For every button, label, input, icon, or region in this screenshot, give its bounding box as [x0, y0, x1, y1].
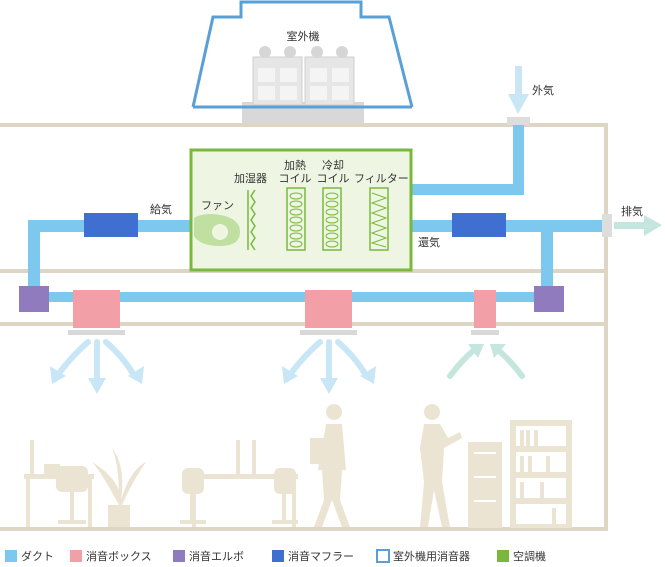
legend-label-outdoor-silencer: 室外機用消音器	[393, 549, 470, 563]
heating-coil-icon	[286, 187, 306, 251]
outside-air-arrow	[508, 66, 529, 114]
supply-air-arrowheads-1	[50, 366, 144, 394]
return-air-label: 還気	[418, 235, 440, 249]
exhaust-outlet	[602, 214, 612, 237]
filter-icon	[369, 187, 389, 251]
silencer-elbow-right	[534, 286, 564, 312]
return-air-arrows	[447, 347, 525, 379]
exhaust-label: 排気	[621, 204, 643, 218]
supply-air-label: 給気	[150, 202, 172, 216]
supply-air-arrows-1	[57, 339, 135, 383]
air-conditioner	[189, 148, 413, 272]
silencer-box-3	[474, 290, 496, 328]
fan-icon	[194, 214, 240, 246]
return-air-arrowheads	[468, 344, 506, 358]
fan-label: ファン	[201, 199, 234, 212]
silencer-box-2	[305, 290, 352, 328]
legend-item-silencer-elbow: 消音エルボ	[173, 549, 244, 563]
cooling-coil-label-2: コイル	[317, 172, 350, 185]
legend-item-silencer-box: 消音ボックス	[70, 549, 152, 563]
supply-air-arrowheads-2	[282, 366, 376, 394]
legend-item-outdoor-silencer: 室外機用消音器	[376, 549, 470, 563]
silencer-box-1	[73, 290, 120, 328]
outdoor-unit	[252, 46, 355, 106]
silencer-muffler-supply	[84, 213, 138, 237]
legend-label-silencer-box: 消音ボックス	[86, 549, 152, 563]
office-interior	[24, 404, 572, 528]
heating-coil-label-2: コイル	[279, 172, 312, 185]
diffusers	[68, 330, 499, 335]
legend-label-silencer-elbow: 消音エルボ	[189, 549, 244, 563]
bookshelf-books	[520, 430, 556, 524]
outside-air-label: 外気	[532, 83, 554, 97]
supply-air-arrows-2	[289, 339, 367, 383]
outdoor-unit-label: 室外機	[287, 29, 320, 43]
humidifier-icon	[247, 189, 256, 251]
legend-label-duct: ダクト	[21, 549, 54, 563]
legend-item-silencer-muffler: 消音マフラー	[272, 549, 354, 563]
silencer-muffler-return	[452, 213, 506, 237]
outdoor-unit-silencer	[191, 0, 414, 123]
legend-item-air-conditioner: 空調機	[497, 549, 546, 563]
legend-label-silencer-muffler: 消音マフラー	[288, 549, 354, 563]
exhaust-arrow	[614, 215, 662, 236]
legend-label-air-conditioner: 空調機	[513, 549, 546, 563]
filter-label: フィルター	[354, 172, 409, 185]
heating-coil-label-1: 加熱	[284, 159, 306, 172]
humidifier-label: 加湿器	[234, 172, 267, 185]
cooling-coil-label-1: 冷却	[322, 159, 344, 172]
outside-air-inlet	[507, 117, 530, 125]
legend: ダクト 消音ボックス 消音エルボ 消音マフラー 室外機用消音器 空調機	[5, 549, 546, 563]
silencer-elbow-left	[19, 286, 49, 312]
cooling-coil-icon	[322, 187, 342, 251]
legend-item-duct: ダクト	[5, 549, 54, 563]
